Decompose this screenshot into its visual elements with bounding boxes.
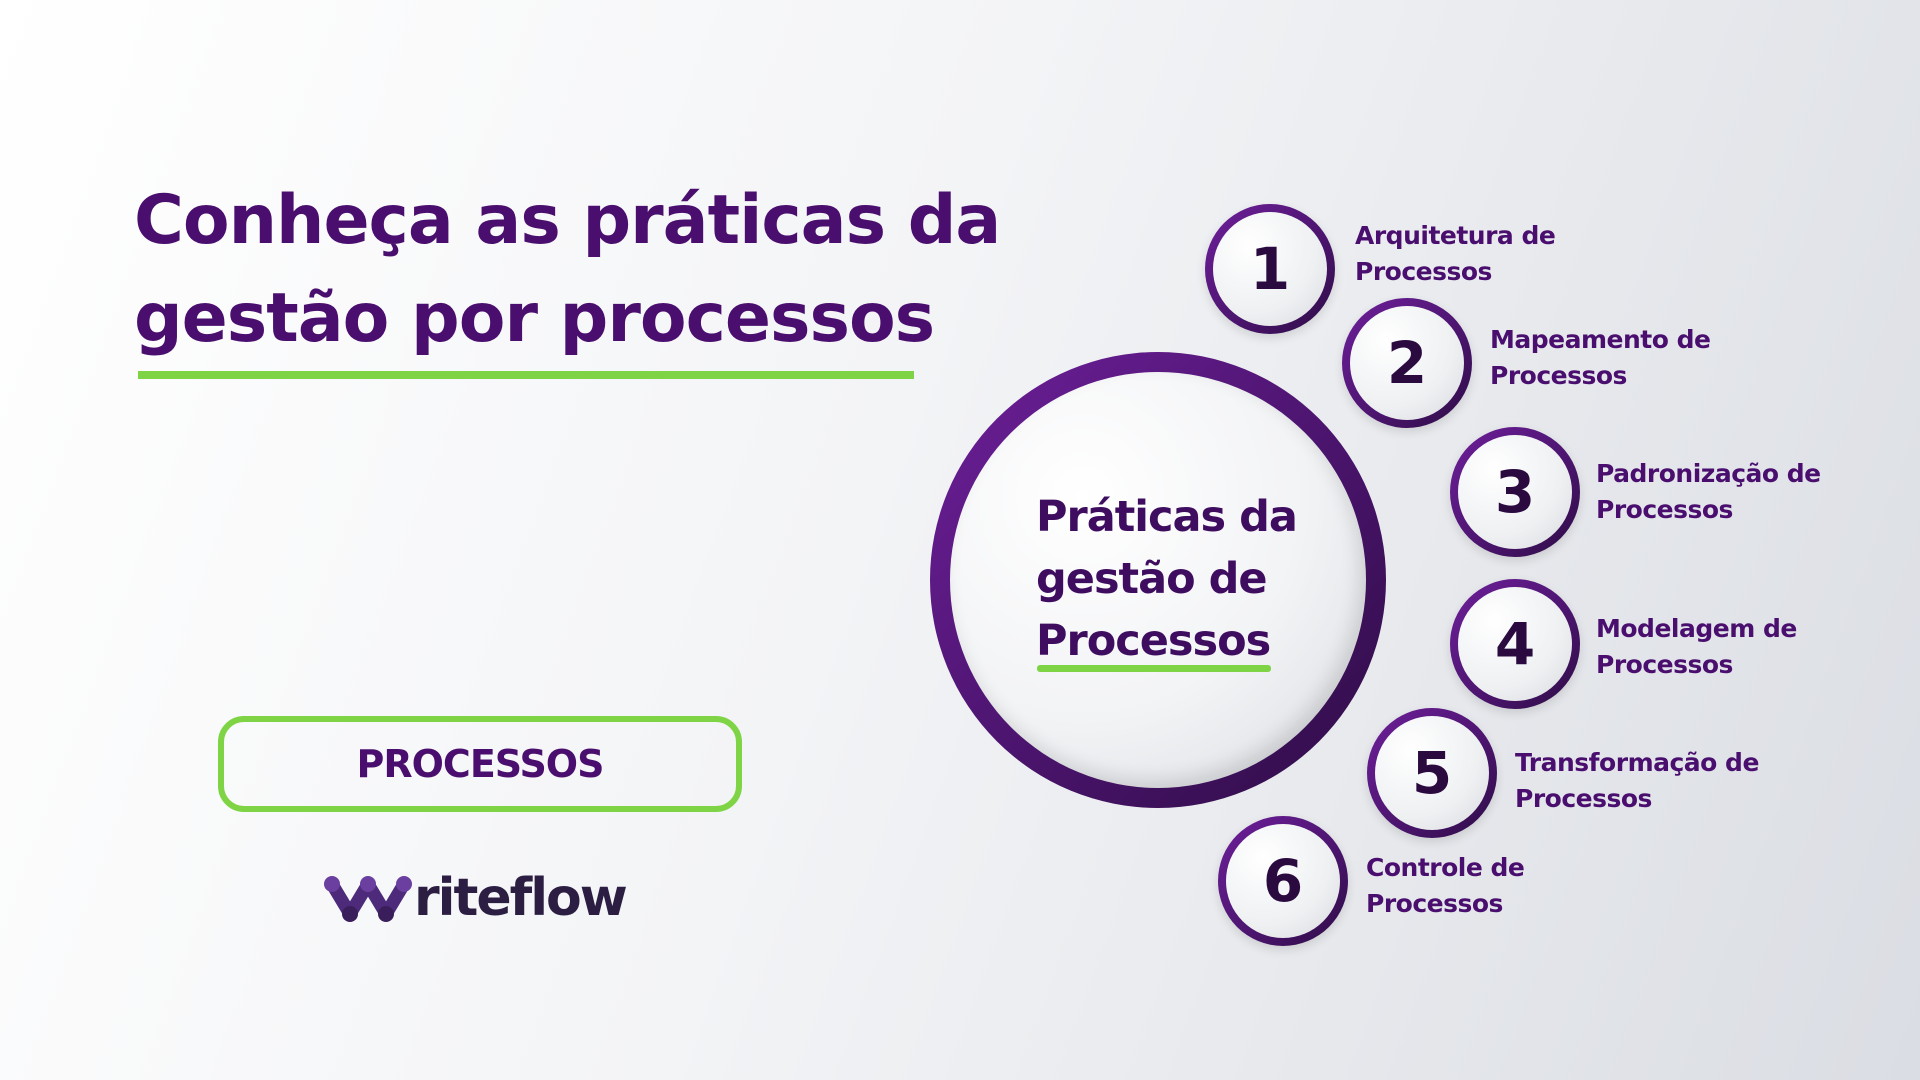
step-2-ring: 2 bbox=[1342, 298, 1472, 428]
step-4-label-line-2: Processos bbox=[1596, 650, 1733, 679]
step-4-label: Modelagem de Processos bbox=[1596, 611, 1797, 683]
step-5-label-line-1: Transformação de bbox=[1515, 748, 1759, 777]
step-3-label-line-2: Processos bbox=[1596, 495, 1733, 524]
step-6-number: 6 bbox=[1226, 824, 1340, 938]
processos-tag: PROCESSOS bbox=[218, 716, 742, 812]
step-4: 4 bbox=[1450, 579, 1580, 709]
step-3-number: 3 bbox=[1458, 435, 1572, 549]
center-circle bbox=[930, 352, 1386, 808]
processos-tag-label: PROCESSOS bbox=[356, 742, 605, 786]
step-6-ring: 6 bbox=[1218, 816, 1348, 946]
step-5-label: Transformação de Processos bbox=[1515, 745, 1759, 817]
step-2: 2 bbox=[1342, 298, 1472, 428]
step-5-number: 5 bbox=[1375, 716, 1489, 830]
step-5-label-line-2: Processos bbox=[1515, 784, 1652, 813]
step-2-label: Mapeamento de Processos bbox=[1490, 322, 1711, 394]
step-2-label-line-2: Processos bbox=[1490, 361, 1627, 390]
center-circle-inner bbox=[950, 372, 1366, 788]
center-text: Práticas da gestão de Processos bbox=[1036, 486, 1298, 672]
page-title-line-2: gestão por processos bbox=[134, 279, 935, 358]
step-6-label: Controle de Processos bbox=[1366, 850, 1525, 922]
step-1-label: Arquitetura de Processos bbox=[1355, 218, 1556, 290]
step-6-label-line-1: Controle de bbox=[1366, 853, 1525, 882]
step-2-label-line-1: Mapeamento de bbox=[1490, 325, 1711, 354]
center-text-line-2: gestão de bbox=[1036, 554, 1268, 604]
step-3-ring: 3 bbox=[1450, 427, 1580, 557]
center-text-line-3: Processos bbox=[1036, 616, 1271, 666]
step-6-label-line-2: Processos bbox=[1366, 889, 1503, 918]
step-5-ring: 5 bbox=[1367, 708, 1497, 838]
step-2-number: 2 bbox=[1350, 306, 1464, 420]
step-4-label-line-1: Modelagem de bbox=[1596, 614, 1797, 643]
step-3: 3 bbox=[1450, 427, 1580, 557]
step-1-ring: 1 bbox=[1205, 204, 1335, 334]
writeflow-logo: riteflow bbox=[324, 868, 628, 928]
step-1: 1 bbox=[1205, 204, 1335, 334]
logo-wordmark: riteflow bbox=[414, 868, 628, 928]
center-underline bbox=[1037, 665, 1271, 672]
logo-mark-icon bbox=[324, 876, 412, 922]
step-6: 6 bbox=[1218, 816, 1348, 946]
step-4-ring: 4 bbox=[1450, 579, 1580, 709]
step-1-label-line-2: Processos bbox=[1355, 257, 1492, 286]
step-5: 5 bbox=[1367, 708, 1497, 838]
step-3-label: Padronização de Processos bbox=[1596, 456, 1821, 528]
step-1-label-line-1: Arquitetura de bbox=[1355, 221, 1556, 250]
step-3-label-line-1: Padronização de bbox=[1596, 459, 1821, 488]
step-1-number: 1 bbox=[1213, 212, 1327, 326]
center-text-line-1: Práticas da bbox=[1036, 492, 1298, 542]
title-underline bbox=[138, 371, 914, 379]
step-4-number: 4 bbox=[1458, 587, 1572, 701]
page-title-line-1: Conheça as práticas da bbox=[134, 181, 1001, 260]
page-title: Conheça as práticas da gestão por proces… bbox=[134, 172, 1001, 368]
